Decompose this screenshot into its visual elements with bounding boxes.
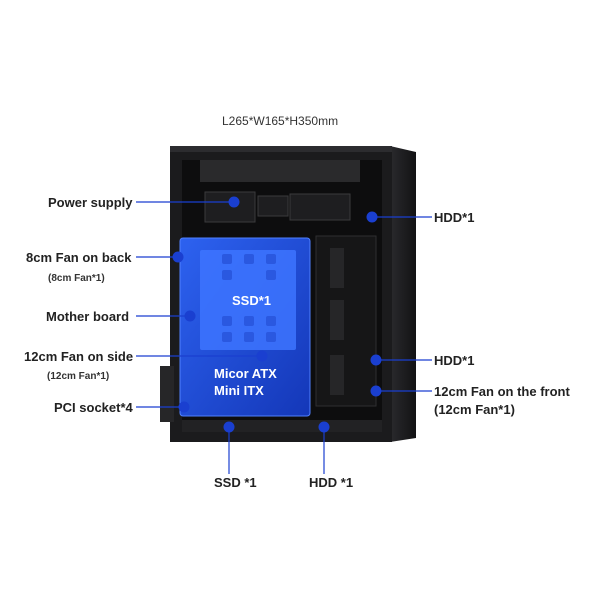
power-supply-label: Power supply <box>48 195 133 210</box>
fan-back-label: 8cm Fan on back <box>26 250 132 265</box>
hdd-top-label: HDD*1 <box>434 210 475 225</box>
fan-side-sublabel: (12cm Fan*1) <box>47 371 110 382</box>
leader-lines <box>136 201 432 474</box>
ssd-bottom-label: SSD *1 <box>214 475 257 490</box>
ssd-panel-label: SSD*1 <box>232 293 272 308</box>
board-format-line2: Mini ITX <box>214 383 264 398</box>
fan-front-sublabel: (12cm Fan*1) <box>434 402 515 417</box>
pci-socket-label: PCI socket*4 <box>54 400 133 415</box>
motherboard-plate <box>179 237 311 417</box>
dimensions-label: L265*W165*H350mm <box>222 114 339 128</box>
mother-board-label: Mother board <box>46 309 130 324</box>
fan-back-sublabel: (8cm Fan*1) <box>48 273 105 284</box>
fan-side-label: 12cm Fan on side <box>24 349 134 364</box>
hdd-bottom-label: HDD *1 <box>309 475 354 490</box>
fan-front-label: 12cm Fan on the front <box>434 384 570 399</box>
hdd-mid-label: HDD*1 <box>434 353 475 368</box>
marker-dots <box>172 196 382 433</box>
board-format-line1: Micor ATX <box>214 366 277 381</box>
